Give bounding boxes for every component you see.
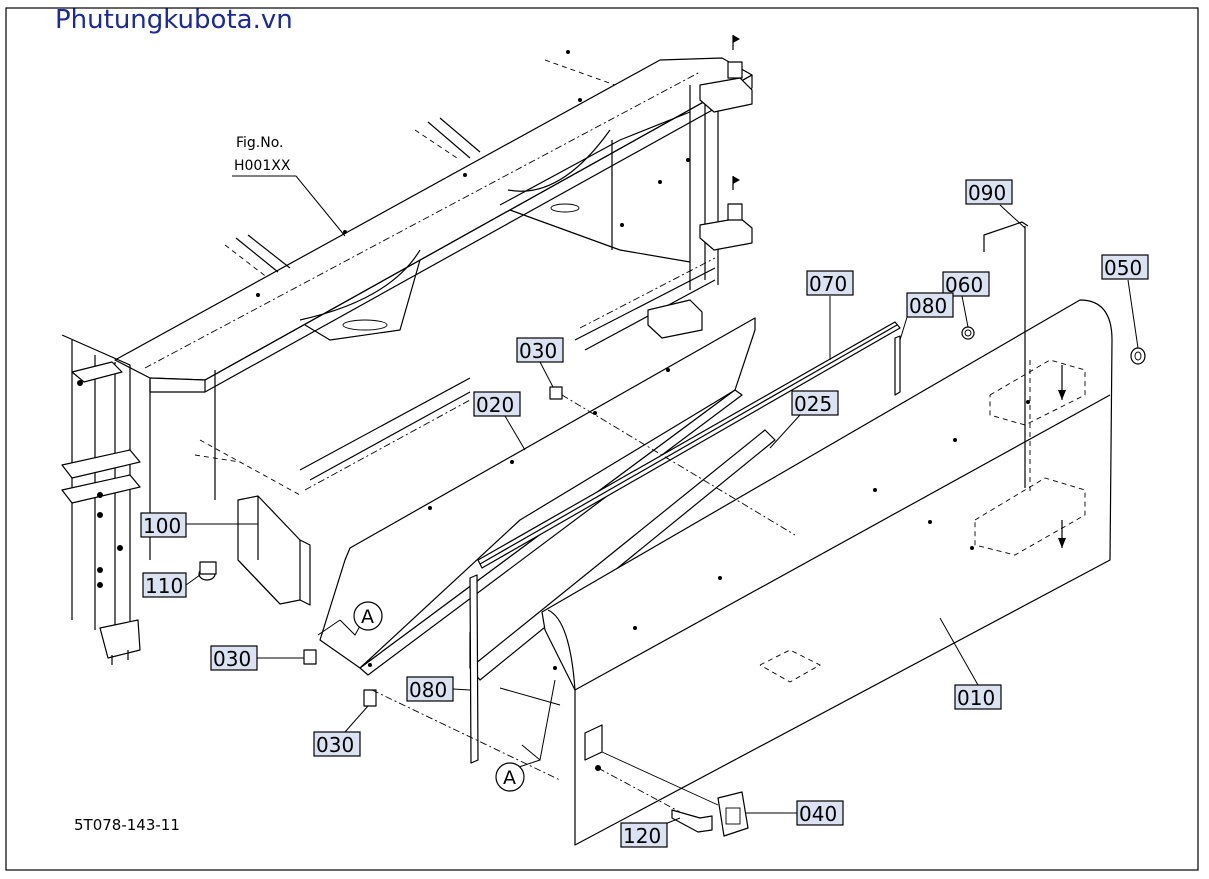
svg-text:110: 110 [145,574,183,598]
drawing-number: 5T078-143-11 [74,816,180,834]
callout-110: 110 [142,572,201,598]
part-040-latch [601,751,749,837]
callout-020: 020 [473,391,526,451]
part-120-bolt [597,767,713,833]
detail-marker-a-lower: A [495,762,525,792]
part-070-strip [477,321,901,569]
part-010-main-cover [541,299,1113,846]
part-030-nut-left [303,649,317,665]
svg-text:020: 020 [476,393,514,417]
svg-text:090: 090 [968,181,1006,205]
callout-030-left: 030 [210,645,304,671]
svg-text:040: 040 [799,802,837,826]
fig-reference-line1: Fig.No. [236,135,284,151]
part-080-top-strip [894,335,901,396]
fig-reference-line2: H001XX [234,158,291,174]
svg-text:010: 010 [957,686,995,710]
svg-text:080: 080 [409,678,447,702]
callout-090: 090 [965,179,1026,229]
part-080-bottom-strip [469,574,479,764]
detail-marker-label: A [503,767,516,789]
svg-text:030: 030 [213,647,251,671]
left-frame-structure [61,334,141,665]
part-100-bracket [237,495,311,606]
callout-070: 070 [806,270,854,360]
callout-080-bottom: 080 [406,676,471,702]
part-030-nut-bottom [363,689,377,707]
svg-text:070: 070 [809,272,847,296]
part-090-rod [983,221,1029,488]
callout-050: 050 [1101,254,1149,349]
watermark-text: Phutungkubota.vn [55,5,293,35]
fig-reference: Fig.No. H001XX [232,135,346,237]
detail-marker-label: A [361,606,374,628]
svg-text:025: 025 [794,392,832,416]
callout-120: 120 [620,817,681,848]
callout-030-top: 030 [516,337,564,388]
svg-text:030: 030 [316,733,354,757]
part-060-nut [961,326,975,340]
callout-025: 025 [769,390,839,449]
svg-text:030: 030 [519,339,557,363]
part-020-cover [319,317,756,676]
drawing-frame [5,7,1199,871]
callout-030-bottom: 030 [313,705,369,757]
part-030-nut-top [549,386,796,536]
svg-text:080: 080 [909,294,947,318]
svg-text:050: 050 [1104,256,1142,280]
svg-text:100: 100 [143,514,181,538]
part-110-bolt [198,561,217,581]
detail-marker-a-upper: A [353,601,383,631]
callout-100: 100 [140,512,258,538]
svg-text:120: 120 [623,824,661,848]
callout-040: 040 [746,800,844,826]
main-frame-assembly [114,35,753,560]
part-050-grommet [1130,347,1146,365]
callout-010: 010 [939,617,1002,710]
callout-080-top: 080 [899,292,954,341]
